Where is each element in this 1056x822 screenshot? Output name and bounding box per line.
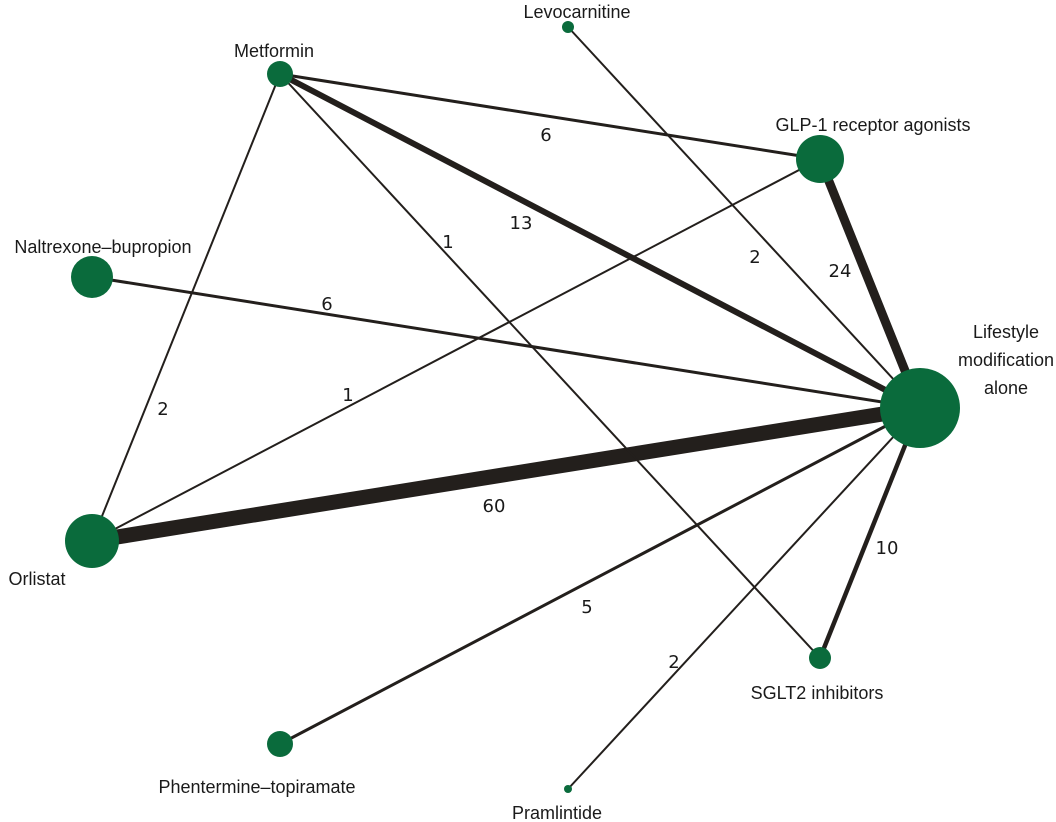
edge-label-orlistat-lifestyle: 60 xyxy=(483,496,506,517)
node-label-line: Levocarnitine xyxy=(523,2,630,22)
edge-glp1-lifestyle xyxy=(815,157,925,410)
node-label-line: modification xyxy=(958,350,1054,370)
edge-pramlintide-lifestyle xyxy=(567,407,921,790)
edge-metformin-lifestyle xyxy=(278,71,922,411)
edge-label-metformin-orlistat: 2 xyxy=(157,399,168,420)
node-label-orlistat: Orlistat xyxy=(8,569,65,589)
edge-label-glp1-lifestyle: 24 xyxy=(829,261,852,282)
edge-label-phentermine-lifestyle: 5 xyxy=(581,597,592,618)
node-glp1 xyxy=(796,135,844,183)
node-label-levocarnitine: Levocarnitine xyxy=(523,2,630,22)
node-labels-layer: Lifestyle modification alone Metformin Levoc… xyxy=(8,2,1054,822)
node-lifestyle xyxy=(880,368,960,448)
node-label-line: Orlistat xyxy=(8,569,65,589)
edge-levocarnitine-lifestyle xyxy=(567,26,921,409)
edge-metformin-sglt2 xyxy=(279,73,821,659)
node-metformin xyxy=(267,61,293,87)
edge-metformin-glp1 xyxy=(279,72,821,161)
node-orlistat xyxy=(65,514,119,568)
node-label-naltrexone: Naltrexone–bupropion xyxy=(14,237,191,257)
node-label-line: Pramlintide xyxy=(512,803,602,822)
edge-label-metformin-lifestyle: 13 xyxy=(510,213,533,234)
edge-naltrexone-lifestyle xyxy=(91,275,921,410)
node-label-glp1: GLP-1 receptor agonists xyxy=(775,115,970,135)
edge-labels-layer: 60 24 13 10 6 6 5 2 2 2 1 1 xyxy=(157,125,898,673)
edge-sglt2-lifestyle xyxy=(817,407,923,659)
node-pramlintide xyxy=(564,785,572,793)
edge-label-metformin-glp1: 6 xyxy=(540,125,551,146)
node-label-phentermine: Phentermine–topiramate xyxy=(158,777,355,797)
node-naltrexone xyxy=(71,256,113,298)
node-label-sglt2: SGLT2 inhibitors xyxy=(751,683,884,703)
nodes-layer xyxy=(65,21,960,793)
node-label-line: Metformin xyxy=(234,41,314,61)
edge-label-naltrexone-lifestyle: 6 xyxy=(321,294,332,315)
node-label-line: Naltrexone–bupropion xyxy=(14,237,191,257)
edge-metformin-orlistat xyxy=(91,73,281,542)
node-label-line: alone xyxy=(984,378,1028,398)
node-label-line: GLP-1 receptor agonists xyxy=(775,115,970,135)
node-label-line: SGLT2 inhibitors xyxy=(751,683,884,703)
edge-label-metformin-sglt2: 1 xyxy=(442,232,453,253)
edges-layer xyxy=(90,26,925,790)
node-phentermine xyxy=(267,731,293,757)
edge-label-pramlintide-lifestyle: 2 xyxy=(668,652,679,673)
edge-orlistat-glp1 xyxy=(91,158,821,542)
node-sglt2 xyxy=(809,647,831,669)
node-label-line: Lifestyle xyxy=(973,322,1039,342)
edge-label-sglt2-lifestyle: 10 xyxy=(876,538,899,559)
node-label-line: Phentermine–topiramate xyxy=(158,777,355,797)
edge-label-orlistat-glp1: 1 xyxy=(342,385,353,406)
node-label-lifestyle: Lifestyle modification alone xyxy=(958,322,1054,398)
edge-phentermine-lifestyle xyxy=(279,406,921,746)
node-label-metformin: Metformin xyxy=(234,41,314,61)
edge-orlistat-lifestyle xyxy=(90,400,922,549)
node-label-pramlintide: Pramlintide xyxy=(512,803,602,822)
edge-label-levocarnitine-lifestyle: 2 xyxy=(749,247,760,268)
node-levocarnitine xyxy=(562,21,574,33)
